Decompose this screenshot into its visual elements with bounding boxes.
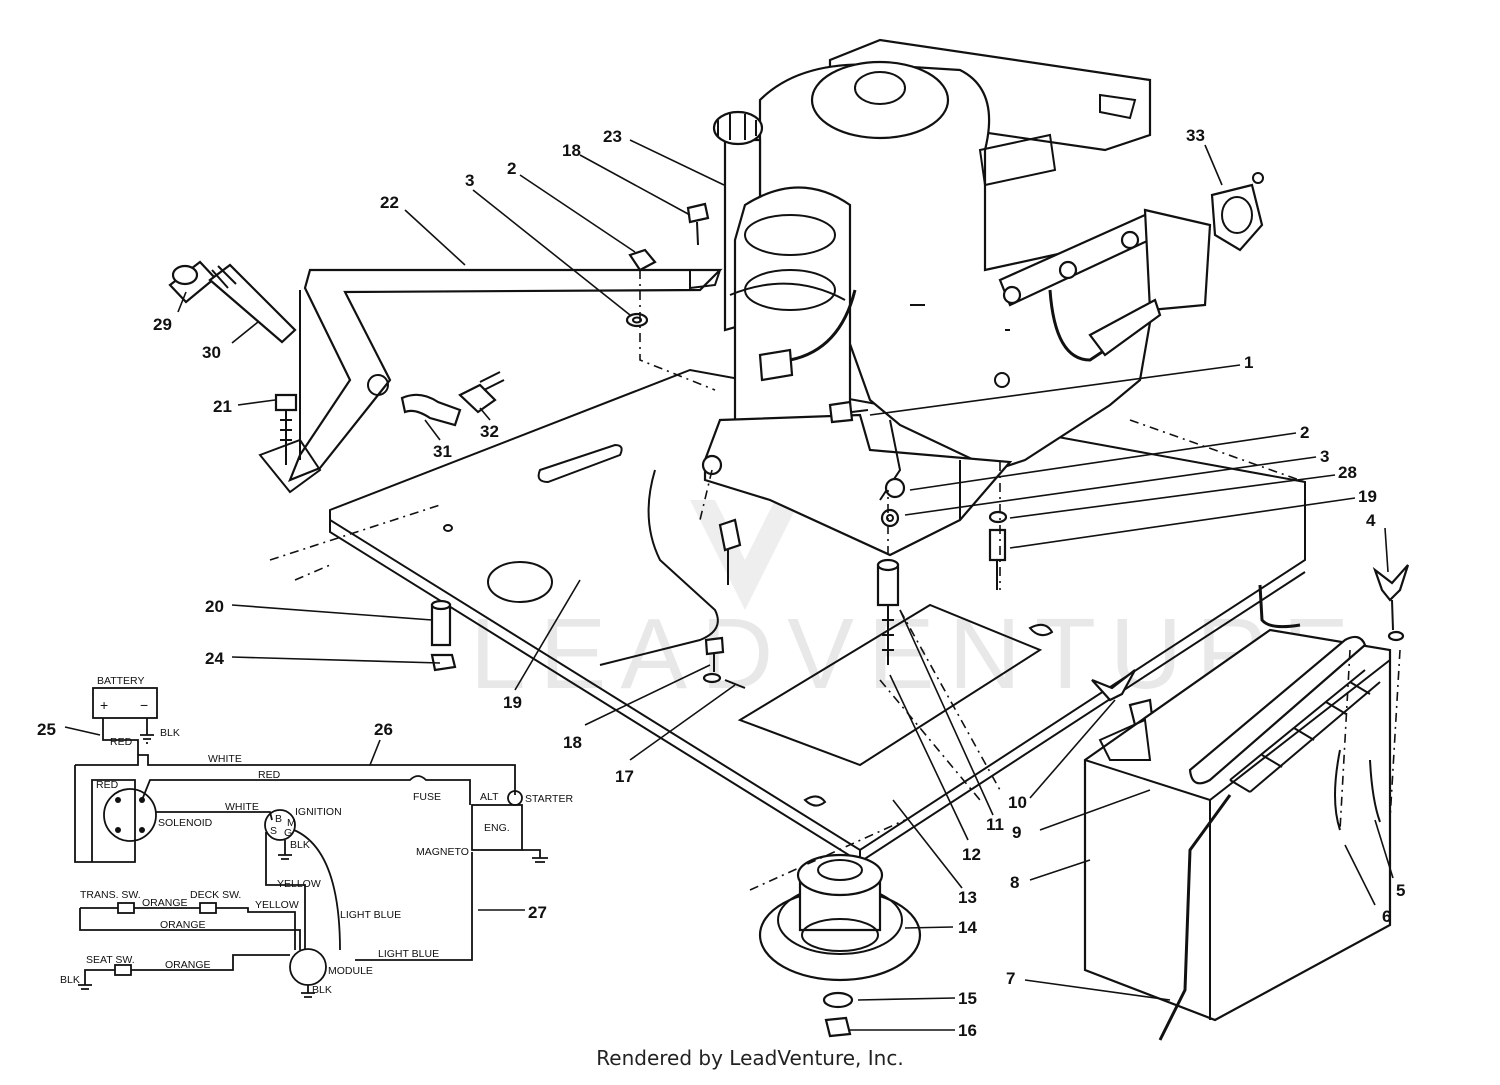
watermark-logo	[690, 500, 800, 610]
callout-3-top: 3	[465, 171, 474, 190]
callout-19-right: 19	[1358, 487, 1377, 506]
starter-label: STARTER	[525, 793, 573, 805]
battery-ground-blk: BLK	[160, 727, 180, 739]
callout-23: 23	[603, 127, 622, 146]
deck-switch-label: DECK SW.	[190, 889, 241, 901]
callout-10: 10	[1008, 793, 1027, 812]
callout-25: 25	[37, 720, 56, 739]
callout-numbers: 1 2 3 28 19 4 5 6 7 8 9 10 11 12 13 14 1…	[37, 126, 1405, 1040]
callout-28: 28	[1338, 463, 1357, 482]
magneto-label: MAGNETO	[416, 846, 469, 858]
deck-switch	[199, 902, 217, 914]
callout-26: 26	[374, 720, 393, 739]
fuse-label: FUSE	[413, 791, 441, 803]
callout-1: 1	[1244, 353, 1253, 372]
ign-s: S	[270, 825, 277, 837]
callout-6: 6	[1382, 907, 1391, 926]
seat-switch-label: SEAT SW.	[86, 954, 135, 966]
wire-yellow-1: YELLOW	[277, 878, 321, 890]
wire-white-mid: WHITE	[225, 801, 259, 813]
wire-red-1: RED	[110, 736, 133, 748]
parts	[168, 172, 1410, 1038]
wire-orange-2: ORANGE	[160, 919, 206, 931]
callout-18-lower: 18	[563, 733, 582, 752]
solenoid-red-label: RED	[96, 779, 119, 791]
module-label: MODULE	[328, 965, 373, 977]
callout-19-lower: 19	[503, 693, 522, 712]
callout-14: 14	[958, 918, 977, 937]
callout-16: 16	[958, 1021, 977, 1040]
callout-2-right: 2	[1300, 423, 1309, 442]
callout-20: 20	[205, 597, 224, 616]
callout-27: 27	[528, 903, 547, 922]
callout-15: 15	[958, 989, 977, 1008]
callout-13: 13	[958, 888, 977, 907]
wire-orange-1: ORANGE	[142, 897, 188, 909]
ign-g: G	[284, 827, 292, 839]
seat-switch	[114, 964, 132, 976]
callout-31: 31	[433, 442, 452, 461]
wire-light-blue-2: LIGHT BLUE	[378, 948, 439, 960]
callout-21: 21	[213, 397, 232, 416]
callout-33: 33	[1186, 126, 1205, 145]
ign-b: B	[275, 813, 282, 825]
engine-box	[471, 804, 523, 851]
callout-32: 32	[480, 422, 499, 441]
battery-minus: −	[140, 697, 148, 713]
module-blk: BLK	[312, 984, 332, 996]
frame-plate	[269, 368, 1306, 864]
battery-label: BATTERY	[97, 675, 144, 687]
ignition-blk: BLK	[290, 839, 310, 851]
wiring-schematic: BATTERY + − BLK RED WHITE RED SOLENOID R…	[60, 675, 573, 998]
wire-light-blue-1: LIGHT BLUE	[340, 909, 401, 921]
callout-7: 7	[1006, 969, 1015, 988]
wire-red-2: RED	[258, 769, 281, 781]
ign-m: M	[287, 817, 296, 829]
bracket-22	[258, 268, 723, 494]
callout-18-top: 18	[562, 141, 581, 160]
callout-8: 8	[1010, 873, 1019, 892]
battery	[1083, 584, 1392, 1041]
callout-24: 24	[205, 649, 224, 668]
ignition-label: IGNITION	[295, 806, 342, 818]
callout-5: 5	[1396, 881, 1405, 900]
module-symbol	[289, 948, 327, 986]
callout-9: 9	[1012, 823, 1021, 842]
eng-label: ENG.	[484, 822, 510, 834]
callout-2-top: 2	[507, 159, 516, 178]
callout-3-right: 3	[1320, 447, 1329, 466]
callout-11: 11	[986, 815, 1004, 834]
assembly-lines	[639, 270, 1401, 891]
wire-white-top: WHITE	[208, 753, 242, 765]
callout-17: 17	[615, 767, 634, 786]
solenoid-label: SOLENOID	[158, 817, 213, 829]
callout-29: 29	[153, 315, 172, 334]
ignition-switch	[264, 809, 296, 841]
trans-switch	[117, 902, 135, 914]
wire-orange-3: ORANGE	[165, 959, 211, 971]
engine	[701, 38, 1212, 557]
alt-label: ALT	[480, 791, 499, 803]
battery-plus: +	[100, 697, 108, 713]
solenoid-symbol	[103, 788, 157, 842]
callout-30: 30	[202, 343, 221, 362]
seat-blk: BLK	[60, 974, 80, 986]
callout-4: 4	[1366, 511, 1376, 530]
footer-credit: Rendered by LeadVenture, Inc.	[596, 1046, 904, 1070]
callout-22: 22	[380, 193, 399, 212]
battery-symbol	[92, 687, 158, 719]
callout-12: 12	[962, 845, 981, 864]
wire-yellow-2: YELLOW	[255, 899, 299, 911]
leader-lines	[177, 139, 1394, 1031]
trans-switch-label: TRANS. SW.	[80, 889, 141, 901]
